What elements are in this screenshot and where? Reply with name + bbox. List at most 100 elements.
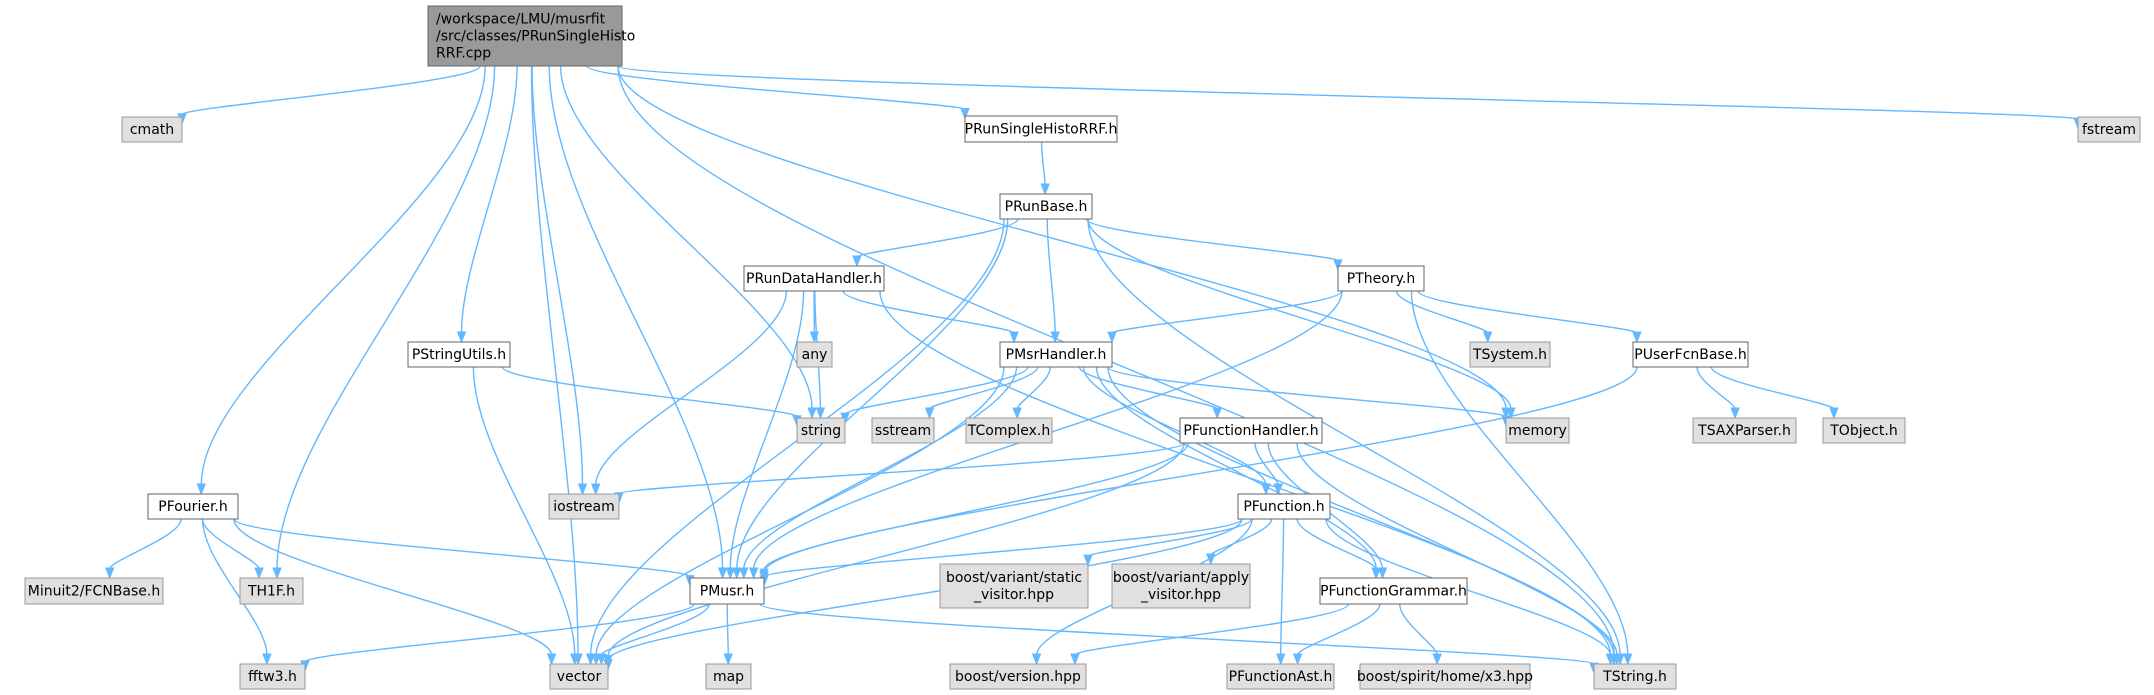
node-label: PRunDataHandler.h	[746, 271, 882, 287]
node-TComplex_h[interactable]: TComplex.h	[965, 417, 1053, 444]
node-memory[interactable]: memory	[1505, 417, 1570, 444]
edge-main-to-PFourier_h	[196, 65, 486, 496]
node-main[interactable]: /workspace/LMU/musrfit/src/classes/PRunS…	[427, 5, 635, 67]
edge-PRunBase_h-to-PMusr_h	[732, 218, 1009, 580]
edge-PFunctionGrammar_h-to-PFunctionAst_h	[1292, 603, 1381, 666]
node-vector[interactable]: vector	[549, 663, 609, 690]
edge-PMusr_h-to-fftw3_h	[300, 603, 695, 673]
node-Minuit2_FCNBase_h[interactable]: Minuit2/FCNBase.h	[24, 577, 164, 605]
node-PFunctionGrammar_h[interactable]: PFunctionGrammar.h	[1319, 577, 1468, 605]
node-label: PFunctionAst.h	[1229, 669, 1333, 685]
node-TString_h[interactable]: TString.h	[1593, 663, 1677, 690]
node-PMusr_h[interactable]: PMusr.h	[689, 577, 765, 605]
edge-PMusr_h-to-map	[723, 603, 734, 666]
edge-PMsrHandler_h-to-TComplex_h	[1012, 366, 1052, 420]
node-TObject_h[interactable]: TObject.h	[1822, 417, 1906, 444]
edge-PTheory_h-to-PUserFcnBase_h	[1417, 290, 1642, 344]
node-label: any	[802, 347, 828, 363]
node-PRunDataHandler_h[interactable]: PRunDataHandler.h	[743, 265, 885, 292]
node-PStringUtils_h[interactable]: PStringUtils.h	[407, 341, 511, 368]
edge-PRunDataHandler_h-to-PMusr_h	[725, 290, 805, 580]
node-string[interactable]: string	[796, 417, 846, 444]
edge-PRunDataHandler_h-to-iostream	[591, 290, 788, 496]
node-label: PTheory.h	[1347, 271, 1415, 287]
node-any[interactable]: any	[796, 341, 833, 368]
node-label: PFunctionGrammar.h	[1320, 584, 1467, 600]
node-TSAXParser_h[interactable]: TSAXParser.h	[1692, 417, 1797, 444]
node-label: fftw3.h	[248, 669, 297, 685]
node-boost_version[interactable]: boost/version.hpp	[949, 663, 1087, 690]
node-label: boost/variant/apply	[1113, 570, 1249, 586]
edge-main-to-cmath	[177, 65, 481, 126]
edge-main-to-fstream	[617, 65, 2083, 130]
edge-PFunctionHandler_h-to-TString_h	[1296, 442, 1622, 666]
edge-PFunctionHandler_h-to-iostream	[614, 442, 1185, 505]
node-label: PRunSingleHistoRRF.h	[965, 122, 1118, 138]
node-map[interactable]: map	[705, 663, 752, 690]
node-label: map	[713, 669, 744, 685]
edge-PMsrHandler_h-to-PFunctionHandler_h	[1078, 366, 1222, 420]
node-PFunction_h[interactable]: PFunction.h	[1237, 493, 1331, 520]
node-label: TString.h	[1602, 669, 1667, 685]
edge-PFunction_h-to-TString_h	[1325, 518, 1616, 666]
edge-main-to-PMusr_h	[548, 65, 728, 580]
edge-main-to-PRunSingleHistoRRF_h	[586, 65, 970, 120]
node-label: PFourier.h	[158, 499, 228, 515]
node-boost_spirit_x3[interactable]: boost/spirit/home/x3.hpp	[1357, 663, 1533, 690]
edge-main-to-iostream	[531, 65, 588, 496]
node-TSystem_h[interactable]: TSystem.h	[1469, 341, 1551, 368]
edges-layer	[104, 65, 2083, 675]
node-label: _visitor.hpp	[1140, 587, 1221, 603]
node-TH1F_h[interactable]: TH1F.h	[239, 577, 304, 605]
node-label: RRF.cpp	[436, 46, 491, 62]
edge-PMsrHandler_h-to-PMusr_h	[739, 366, 1018, 580]
edge-PUserFcnBase_h-to-TObject_h	[1710, 366, 1839, 420]
node-iostream[interactable]: iostream	[548, 493, 620, 520]
node-label: sstream	[875, 423, 931, 439]
node-label: memory	[1508, 423, 1567, 439]
node-sstream[interactable]: sstream	[871, 417, 935, 444]
node-cmath[interactable]: cmath	[121, 116, 183, 143]
node-label: string	[801, 423, 841, 439]
node-boost_static_visitor[interactable]: boost/variant/static_visitor.hpp	[939, 563, 1089, 609]
nodes-layer: /workspace/LMU/musrfit/src/classes/PRunS…	[24, 5, 2141, 690]
edge-PUserFcnBase_h-to-TSAXParser_h	[1696, 366, 1740, 420]
node-label: fstream	[2082, 122, 2136, 138]
node-fftw3_h[interactable]: fftw3.h	[239, 663, 306, 690]
node-PFourier_h[interactable]: PFourier.h	[147, 493, 239, 520]
node-PRunSingleHistoRRF_h[interactable]: PRunSingleHistoRRF.h	[964, 115, 1118, 143]
node-label: PFunctionHandler.h	[1183, 423, 1318, 439]
edge-PMsrHandler_h-to-sstream	[924, 366, 1039, 420]
node-PFunctionAst_h[interactable]: PFunctionAst.h	[1226, 663, 1335, 690]
edge-PTheory_h-to-TString_h	[1410, 290, 1633, 666]
node-PTheory_h[interactable]: PTheory.h	[1337, 265, 1425, 292]
edge-PFunctionHandler_h-to-PMusr_h	[759, 442, 1189, 581]
edge-PFourier_h-to-TH1F_h	[201, 518, 264, 580]
node-PMsrHandler_h[interactable]: PMsrHandler.h	[999, 341, 1113, 368]
node-label: boost/version.hpp	[955, 669, 1081, 685]
edge-PRunBase_h-to-PTheory_h	[1085, 218, 1343, 272]
node-PRunBase_h[interactable]: PRunBase.h	[999, 193, 1093, 220]
node-boost_apply_visitor[interactable]: boost/variant/apply_visitor.hpp	[1111, 563, 1251, 609]
node-label: _visitor.hpp	[973, 587, 1054, 603]
edge-PFourier_h-to-Minuit2_FCNBase_h	[104, 518, 182, 580]
node-PFunctionHandler_h[interactable]: PFunctionHandler.h	[1179, 417, 1323, 444]
node-label: PStringUtils.h	[412, 347, 506, 363]
edge-PFunctionHandler_h-to-PFunction_h	[1254, 442, 1284, 496]
edge-PMsrHandler_h-to-TString_h	[1107, 366, 1619, 666]
edge-PRunSingleHistoRRF_h-to-PRunBase_h	[1040, 141, 1050, 196]
edge-PFourier_h-to-PMusr_h	[233, 518, 695, 587]
node-fstream[interactable]: fstream	[2077, 116, 2141, 143]
edge-PTheory_h-to-TSystem_h	[1395, 290, 1493, 344]
node-label: /src/classes/PRunSingleHisto	[436, 29, 635, 45]
node-label: TH1F.h	[247, 584, 295, 600]
edge-PFunctionGrammar_h-to-boost_spirit_x3	[1398, 603, 1442, 666]
edge-PFunctionHandler_h-to-vector	[603, 442, 1185, 667]
edge-main-to-TH1F_h	[272, 65, 496, 580]
edge-main-to-PStringUtils_h	[456, 65, 518, 344]
node-label: PMsrHandler.h	[1006, 347, 1107, 363]
node-PUserFcnBase_h[interactable]: PUserFcnBase.h	[1632, 341, 1749, 368]
edge-PMsrHandler_h-to-string	[840, 366, 1029, 425]
node-label: PUserFcnBase.h	[1634, 347, 1746, 363]
